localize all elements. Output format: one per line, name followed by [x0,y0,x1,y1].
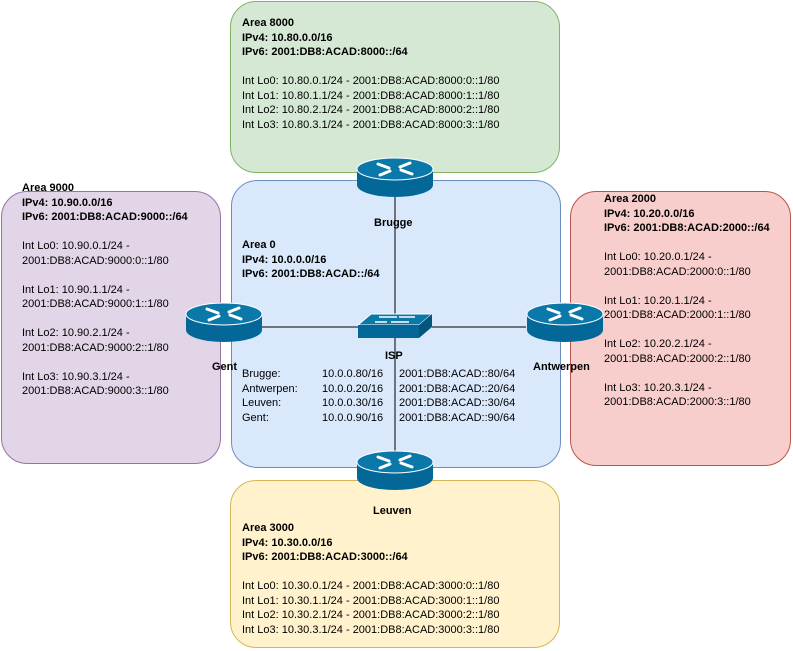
area-8000-box [230,1,560,173]
area-9000-lo1-ipv4: Int Lo1: 10.90.1.1/24 - [22,283,130,296]
area-8000-lo3: Int Lo3: 10.80.3.1/24 - 2001:DB8:ACAD:80… [242,118,500,131]
area-3000-ipv6: IPv6: 2001:DB8:ACAD:3000::/64 [242,551,408,563]
area-2000-box [570,191,791,466]
area-0-ipv4: IPv4: 10.0.0.0/16 [242,253,327,266]
area-8000-lo2: Int Lo2: 10.80.2.1/24 - 2001:DB8:ACAD:80… [242,104,500,116]
table-ipv4-brugge: 10.0.0.80/16 [322,368,384,380]
area-8000-lo1: Int Lo1: 10.80.1.1/24 - 2001:DB8:ACAD:80… [242,89,500,102]
area-3000-lo3: Int Lo3: 10.30.3.1/24 - 2001:DB8:ACAD:30… [242,623,500,636]
device-label-isp: ISP [385,350,403,362]
router-icon[interactable] [356,157,434,199]
table-ipv4-gent: 10.0.0.90/16 [322,411,384,424]
table-ipv4-leuven: 10.0.0.30/16 [322,397,384,409]
area-9000-title: Area 9000 [22,182,74,194]
table-name-brugge: Brugge: [242,368,281,380]
area-8000-text: Area 8000 IPv4: 10.80.0.0/16 IPv6: 2001:… [242,16,499,132]
area-9000-text: Area 9000 IPv4: 10.90.0.0/16 IPv6: 2001:… [22,181,188,399]
area-9000-lo1-ipv6: 2001:DB8:ACAD:9000:1::1/80 [22,298,169,310]
area-3000-ipv4: IPv4: 10.30.0.0/16 [242,536,333,549]
area-3000-box [230,480,560,648]
router-icon[interactable] [526,302,604,344]
table-name-leuven: Leuven: [242,397,282,409]
table-ipv6-brugge: 2001:DB8:ACAD::80/64 [399,368,516,380]
table-ipv6-antwerpen: 2001:DB8:ACAD::20/64 [399,382,516,395]
area-8000-title: Area 8000 [242,17,294,29]
area-0-table-ipv6: 2001:DB8:ACAD::80/64 2001:DB8:ACAD::20/6… [399,367,515,425]
router-icon[interactable] [185,302,263,344]
area-8000-lo0: Int Lo0: 10.80.0.1/24 - 2001:DB8:ACAD:80… [242,75,500,87]
area-3000-lo1: Int Lo1: 10.30.1.1/24 - 2001:DB8:ACAD:30… [242,594,500,607]
area-3000-text: Area 3000 IPv4: 10.30.0.0/16 IPv6: 2001:… [242,521,499,637]
area-3000-lo2: Int Lo2: 10.30.2.1/24 - 2001:DB8:ACAD:30… [242,609,500,621]
router-icon[interactable] [356,450,434,492]
area-9000-lo3-ipv6: 2001:DB8:ACAD:9000:3::1/80 [22,385,169,397]
table-name-gent: Gent: [242,411,269,424]
area-0-text: Area 0 IPv4: 10.0.0.0/16 IPv6: 2001:DB8:… [242,238,380,282]
table-ipv4-antwerpen: 10.0.0.20/16 [322,382,384,395]
area-3000-lo0: Int Lo0: 10.30.0.1/24 - 2001:DB8:ACAD:30… [242,580,500,592]
area-9000-lo3-ipv4: Int Lo3: 10.90.3.1/24 - [22,370,130,383]
area-9000-ipv4: IPv4: 10.90.0.0/16 [22,196,113,209]
area-9000-ipv6: IPv6: 2001:DB8:ACAD:9000::/64 [22,211,188,223]
area-2000-lo1-ipv6: 2001:DB8:ACAD:2000:1::1/80 [604,309,751,321]
device-label-antwerpen: Antwerpen [533,361,590,373]
area-2000-text: Area 2000 IPv4: 10.20.0.0/16 IPv6: 2001:… [604,192,770,410]
area-2000-ipv6: IPv6: 2001:DB8:ACAD:2000::/64 [604,222,770,234]
area-3000-title: Area 3000 [242,522,294,534]
area-9000-lo2-ipv4: Int Lo2: 10.90.2.1/24 - [22,327,130,339]
area-2000-ipv4: IPv4: 10.20.0.0/16 [604,207,695,220]
area-2000-lo0-ipv4: Int Lo0: 10.20.0.1/24 - [604,251,712,263]
area-2000-lo2-ipv6: 2001:DB8:ACAD:2000:2::1/80 [604,352,751,365]
device-label-leuven: Leuven [373,505,412,517]
area-2000-lo3-ipv4: Int Lo3: 10.20.3.1/24 - [604,381,712,394]
area-2000-lo3-ipv6: 2001:DB8:ACAD:2000:3::1/80 [604,396,751,408]
area-9000-lo0-ipv4: Int Lo0: 10.90.0.1/24 - [22,240,130,252]
area-8000-ipv4: IPv4: 10.80.0.0/16 [242,31,333,44]
area-9000-box [1,191,221,464]
area-0-ipv6: IPv6: 2001:DB8:ACAD::/64 [242,268,380,280]
switch-icon[interactable] [357,313,433,339]
area-2000-title: Area 2000 [604,193,656,205]
area-9000-lo0-ipv6: 2001:DB8:ACAD:9000:0::1/80 [22,254,169,267]
device-label-brugge: Brugge [374,217,413,229]
area-2000-lo1-ipv4: Int Lo1: 10.20.1.1/24 - [604,294,712,307]
area-2000-lo0-ipv6: 2001:DB8:ACAD:2000:0::1/80 [604,265,751,278]
area-2000-lo2-ipv4: Int Lo2: 10.20.2.1/24 - [604,338,712,350]
device-label-gent: Gent [212,361,238,373]
area-8000-ipv6: IPv6: 2001:DB8:ACAD:8000::/64 [242,46,408,58]
table-ipv6-gent: 2001:DB8:ACAD::90/64 [399,411,516,424]
table-ipv6-leuven: 2001:DB8:ACAD::30/64 [399,397,516,409]
area-0-title: Area 0 [242,239,276,251]
area-0-table-names: Brugge: Antwerpen: Leuven: Gent: [242,367,298,425]
table-name-antwerpen: Antwerpen: [242,382,298,395]
area-9000-lo2-ipv6: 2001:DB8:ACAD:9000:2::1/80 [22,341,169,354]
area-0-table-ipv4: 10.0.0.80/16 10.0.0.20/16 10.0.0.30/16 1… [322,367,383,425]
